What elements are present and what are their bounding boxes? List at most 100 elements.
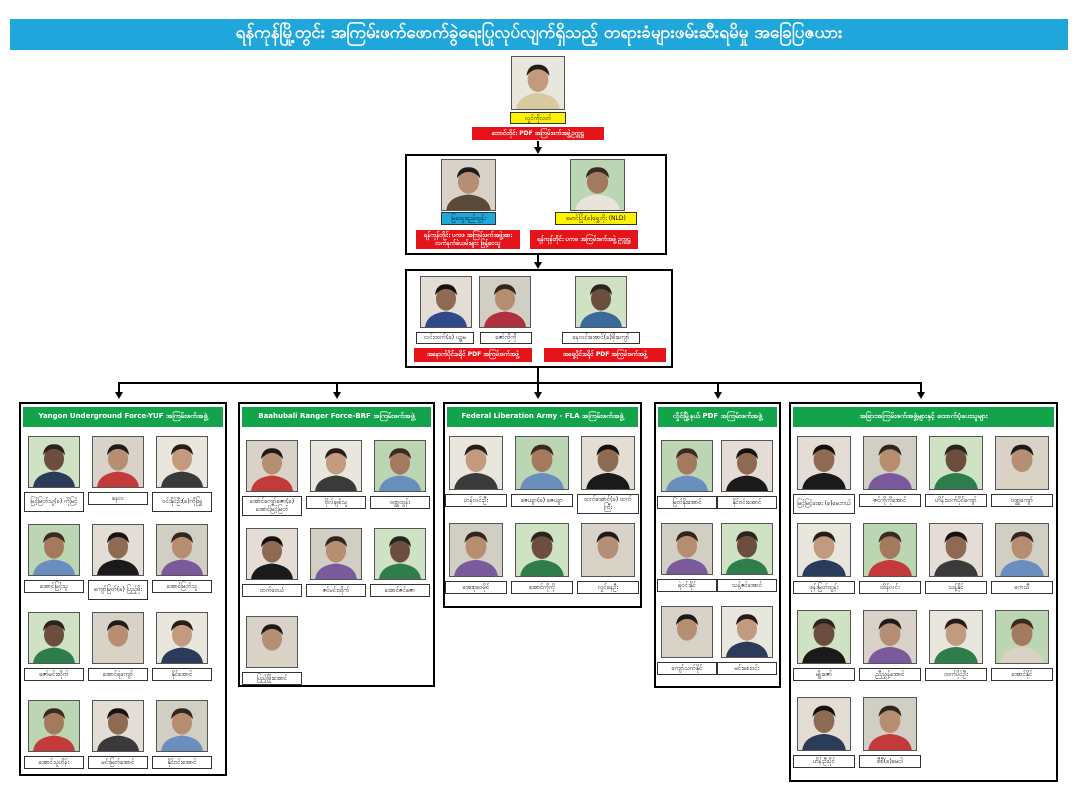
member-name: ဝင်းနိုင်ဦး(ခ)ကိုဖြူ <box>152 492 212 512</box>
member-name: အောင်ကျော်ဇော(ခ) အောင်မြင့်မြတ် <box>242 496 302 516</box>
person-photo <box>661 440 713 492</box>
level2-role-2: ရန်ကုန်တိုင်း ပကဖ အကြမ်းဖက်အဖွဲ့ ဥက္ကဋ္ဌ <box>530 230 638 249</box>
member-name: အောင်ရဲကျော် <box>88 668 148 681</box>
person-photo <box>929 610 983 664</box>
person-photo <box>995 523 1049 577</box>
arrow-head <box>714 392 722 399</box>
person-photo <box>661 606 713 658</box>
connector-line <box>537 141 539 151</box>
person-photo <box>92 524 144 576</box>
member-name: ဝဏ္ဏကျော် <box>991 494 1053 507</box>
person-photo <box>28 436 80 488</box>
person-photo <box>929 436 983 490</box>
person-photo <box>797 610 851 664</box>
person-photo <box>92 612 144 664</box>
member-name: ကျော်သက်နိုင် <box>657 662 717 675</box>
level3-name-3: နေလင်းအောင်(ခ)ဖိုးကျော် <box>562 332 640 344</box>
arrow-head <box>534 392 542 399</box>
member-name: မင်းမြတ်အောင် <box>88 756 148 769</box>
person-photo <box>310 528 362 580</box>
person-photo <box>661 523 713 575</box>
person-photo <box>515 523 569 577</box>
person-photo <box>92 700 144 752</box>
member-name: နိုင်အောင် <box>152 668 212 681</box>
person-photo <box>420 276 472 328</box>
member-name: ဝဏ္ဏထွန်း <box>370 496 430 509</box>
member-name: ရဲဝင်းနိုင် <box>657 579 717 592</box>
arrow-head <box>534 147 542 154</box>
member-name: ဇင်ကိုကိုအောင် <box>859 494 921 507</box>
level3-role-1: အနောက်ပိုင်းခရိုင် PDF အကြမ်းဖက်အဖွဲ့ <box>414 348 532 362</box>
person-photo <box>374 528 426 580</box>
person-photo <box>721 606 773 658</box>
member-name: မြင့်မြတ်သူ(ခ) ကိုမြင့် <box>24 492 84 512</box>
person-photo <box>28 524 80 576</box>
person-photo <box>511 56 565 110</box>
level2-name-1: မြသွေးရည်ထွန်း <box>441 212 496 225</box>
member-name: ဟိန်းဦးပိုင် <box>793 755 855 768</box>
group-header: အခြားအကြမ်းဖက်အဖွဲ့များနှင့် ထောက်ပံ့ပေး… <box>793 407 1054 427</box>
member-name: နိုင်ဝင်းအောင် <box>717 496 777 509</box>
member-name: မြတ်နိုးအောင် <box>657 496 717 509</box>
member-name: လွင်နေဦး <box>577 581 639 594</box>
member-name: သန့်ဇင်အောင် <box>717 579 777 592</box>
person-photo <box>246 528 298 580</box>
member-name: ဇင်မင်းထိုက် <box>306 584 366 597</box>
level2-role-1: ရန်ကုန်တိုင်း ပကဖ အကြမ်းဖက်အဖွဲ့အား လက်န… <box>416 230 520 249</box>
person-photo <box>28 700 80 752</box>
person-photo <box>581 436 635 490</box>
person-photo <box>246 616 298 668</box>
member-name: ဗိုလ်ချစ်သူ <box>306 496 366 509</box>
connector-line <box>336 382 338 394</box>
member-name: စီစီ(ခ)မေဝါ <box>859 755 921 768</box>
group-header: Federal Liberation Army - FLA အကြမ်းဖက်အ… <box>447 407 638 427</box>
member-name: အောင်ဇင်ဇော <box>370 584 430 597</box>
person-photo <box>797 436 851 490</box>
member-name: ကျော်မြတ်(ခ) ပြည့်ဖိုး <box>88 580 148 600</box>
person-photo <box>449 523 503 577</box>
member-name: အောင်ကိုကို <box>511 581 573 594</box>
member-name: ထိန်လင်း <box>859 581 921 594</box>
member-name: ဟိန်းသက်ပိုင်ကျော် <box>925 494 987 507</box>
member-name: ထက်အောင်(ခ) ထက်ကြီး <box>577 494 639 514</box>
arrow-head <box>115 392 123 399</box>
person-photo <box>449 436 503 490</box>
person-photo <box>310 440 362 492</box>
connector-line <box>537 368 539 384</box>
member-name: ထက်ပိုင်ဦး <box>925 668 987 681</box>
chart-title: ရန်ကုန်မြို့တွင်း အကြမ်းဖက်ဖောက်ခွဲရေးပြ… <box>10 19 1068 50</box>
leader-role: ဘောင်တိုင်း PDF အကြမ်းဖက်အဖွဲ့ဥက္ကဋ္ဌ <box>472 127 604 140</box>
person-photo <box>575 276 627 328</box>
member-name: အောင်နိုင် <box>991 668 1053 681</box>
group-header: လှိုင်မြို့နယ် PDF အကြမ်းဖက်အဖွဲ့ <box>658 407 777 427</box>
level2-name-2: မောင်ပြုံး(ခ)ရွှေဘိုး (NLD) <box>555 212 637 225</box>
member-name: အောင်မြင့်သူ <box>24 580 84 593</box>
person-photo <box>441 159 496 211</box>
person-photo <box>570 159 625 211</box>
arrow-head <box>333 392 341 399</box>
member-name: ဖုန်းမြတ်ထွန်း <box>793 581 855 594</box>
member-name: ဟန်လင်းဦး <box>445 494 507 507</box>
person-photo <box>863 697 917 751</box>
member-name: မင်းစေးဝင်း <box>717 662 777 675</box>
level3-name-2: ဇော်ကိုကို <box>480 332 532 344</box>
person-photo <box>797 697 851 751</box>
person-photo <box>721 440 773 492</box>
person-photo <box>929 523 983 577</box>
connector-line <box>537 382 539 394</box>
person-photo <box>995 436 1049 490</box>
person-photo <box>156 524 208 576</box>
member-name: ဇေယျာ(ခ) ဇေယျာ <box>511 494 573 507</box>
person-photo <box>863 610 917 664</box>
member-name: နိုင်ဝင်းအောင် <box>152 756 212 769</box>
person-photo <box>374 440 426 492</box>
member-name: ထက်ဝေယံ <box>242 584 302 597</box>
member-name: အေးစုဝေမိုင် <box>445 581 507 594</box>
person-photo <box>515 436 569 490</box>
member-name: ဇော်မင်းထိုက် <box>24 668 84 681</box>
person-photo <box>246 440 298 492</box>
leader-name: လွင်ကိုလတ် <box>510 112 566 124</box>
person-photo <box>863 523 917 577</box>
arrow-head <box>917 392 925 399</box>
member-name: မျိုးဇော် <box>793 668 855 681</box>
